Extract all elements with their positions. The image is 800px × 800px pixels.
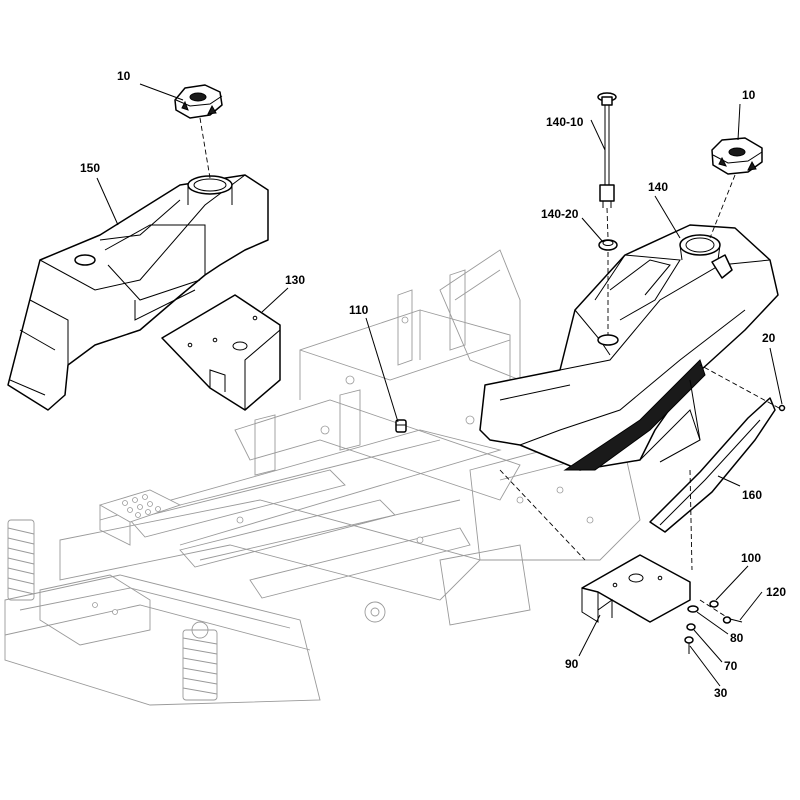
grommet — [395, 419, 407, 433]
callout-right-bracket-plate: 90 — [565, 657, 579, 671]
washer-100 — [709, 600, 719, 608]
callout-side-cover-panel: 160 — [742, 488, 762, 502]
washer-80 — [687, 605, 699, 613]
left-fuel-cap — [174, 84, 223, 119]
right-fuel-cap — [711, 137, 763, 175]
right-fuel-tank — [479, 224, 779, 471]
rubber-seal — [598, 239, 618, 251]
right-shock-absorber — [182, 621, 218, 701]
callout-left-bracket-plate: 130 — [285, 273, 305, 287]
callout-small-screw: 20 — [762, 331, 776, 345]
callout-bolt-30: 30 — [714, 686, 728, 700]
nut-70 — [686, 623, 696, 631]
callout-rubber-seal: 140-20 — [541, 207, 579, 221]
right-bracket-plate — [581, 554, 691, 623]
callout-grommet: 110 — [349, 303, 369, 317]
callout-right-fuel-tank: 140 — [648, 180, 668, 194]
callout-fuel-gauge-sender: 140-10 — [546, 115, 584, 129]
callout-washer-80: 80 — [730, 631, 744, 645]
bracket-dashline — [499, 469, 586, 561]
callout-labels: 10 150 130 110 140-10 140-20 140 10 20 1… — [80, 69, 786, 700]
callout-left-fuel-tank: 150 — [80, 161, 100, 175]
fastener-dashline — [699, 599, 726, 617]
callout-bolt-120: 120 — [766, 585, 786, 599]
callout-nut-70: 70 — [724, 659, 738, 673]
chassis-frame — [4, 249, 641, 706]
tank-bracket-dashline — [689, 469, 693, 571]
small-screw — [778, 404, 786, 412]
sender-dashline — [606, 207, 609, 239]
callout-right-fuel-cap: 10 — [742, 88, 756, 102]
callout-left-fuel-cap: 10 — [117, 69, 131, 83]
callout-washer-100: 100 — [741, 551, 761, 565]
left-shock-absorber — [7, 519, 35, 601]
left-bracket-plate — [161, 294, 281, 411]
side-cover-panel — [649, 397, 776, 533]
fuel-gauge-sender — [597, 92, 617, 208]
bolt-120 — [722, 616, 743, 624]
right-cap-dashline — [709, 174, 736, 239]
left-cap-dashline — [199, 117, 211, 179]
screw-dashline — [699, 364, 780, 409]
bolt-30 — [684, 636, 694, 654]
left-fuel-tank — [7, 174, 269, 411]
leader-lines — [96, 83, 783, 687]
